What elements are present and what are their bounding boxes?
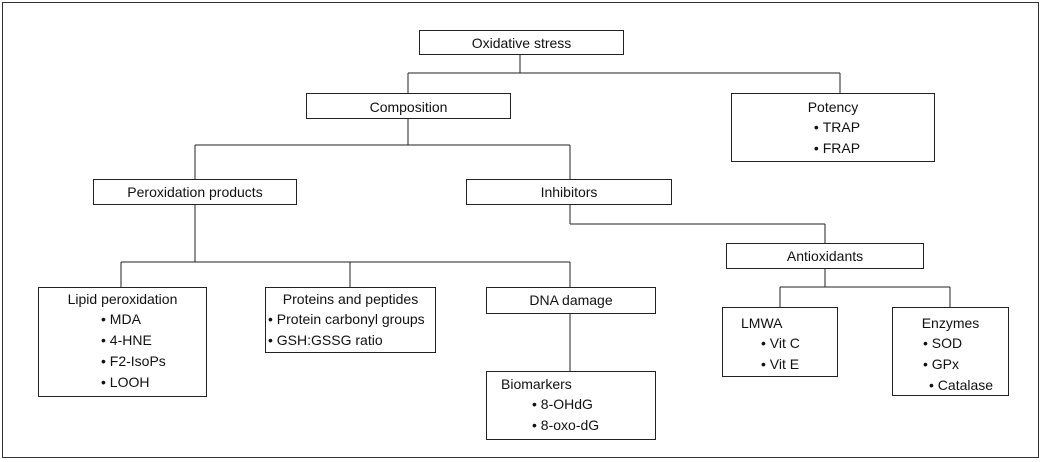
list-item: FRAP [814,138,860,159]
node-lmwa: LMWA Vit C Vit E [722,307,838,377]
node-title: LMWA [741,315,783,331]
node-composition: Composition [306,93,511,119]
node-title: Inhibitors [540,184,598,200]
node-biomarkers: Biomarkers 8-OHdG 8-oxo-dG [486,371,656,440]
potency-list: TRAP FRAP [740,117,934,159]
node-title: Proteins and peptides [282,291,419,307]
node-lipid-peroxidation: Lipid peroxidation MDA 4-HNE F2-IsoPs LO… [38,287,207,397]
proteins-list: Protein carbonyl groups GSH:GSSG ratio [266,309,435,351]
node-title: Potency [807,99,859,115]
node-title: Lipid peroxidation [67,291,178,307]
node-proteins-and-peptides: Proteins and peptides Protein carbonyl g… [265,287,436,353]
node-peroxidation-products: Peroxidation products [93,179,297,205]
node-title: Oxidative stress [471,35,572,51]
node-title: Antioxidants [786,248,864,264]
node-title: Enzymes [921,315,980,331]
biomarkers-list: 8-OHdG 8-oxo-dG [487,394,655,436]
list-item: LOOH [101,372,206,393]
list-item: TRAP [814,117,860,138]
node-title: DNA damage [529,292,613,308]
node-title: Peroxidation products [127,184,263,200]
list-item: 8-oxo-dG [532,415,655,436]
list-item: 8-OHdG [532,394,655,415]
node-title: Biomarkers [501,376,572,392]
lipid-list: MDA 4-HNE F2-IsoPs LOOH [39,309,206,393]
list-item: SOD [923,333,1008,354]
list-item: Catalase [929,375,1008,396]
node-antioxidants: Antioxidants [726,243,924,269]
list-item: Vit C [761,333,837,354]
list-item: Vit E [761,354,837,375]
node-inhibitors: Inhibitors [466,179,672,205]
list-item: Protein carbonyl groups [268,309,435,330]
list-item: MDA [101,309,206,330]
list-item: GSH:GSSG ratio [268,330,435,351]
enzymes-list: SOD GPx Catalase [893,333,1008,396]
lmwa-list: Vit C Vit E [723,333,837,375]
node-oxidative-stress: Oxidative stress [419,30,624,55]
node-potency: Potency TRAP FRAP [731,93,935,162]
node-enzymes: Enzymes SOD GPx Catalase [892,307,1009,396]
node-dna-damage: DNA damage [486,287,656,314]
list-item: GPx [923,354,1008,375]
list-item: 4-HNE [101,330,206,351]
node-title: Composition [369,99,448,115]
list-item: F2-IsoPs [101,351,206,372]
